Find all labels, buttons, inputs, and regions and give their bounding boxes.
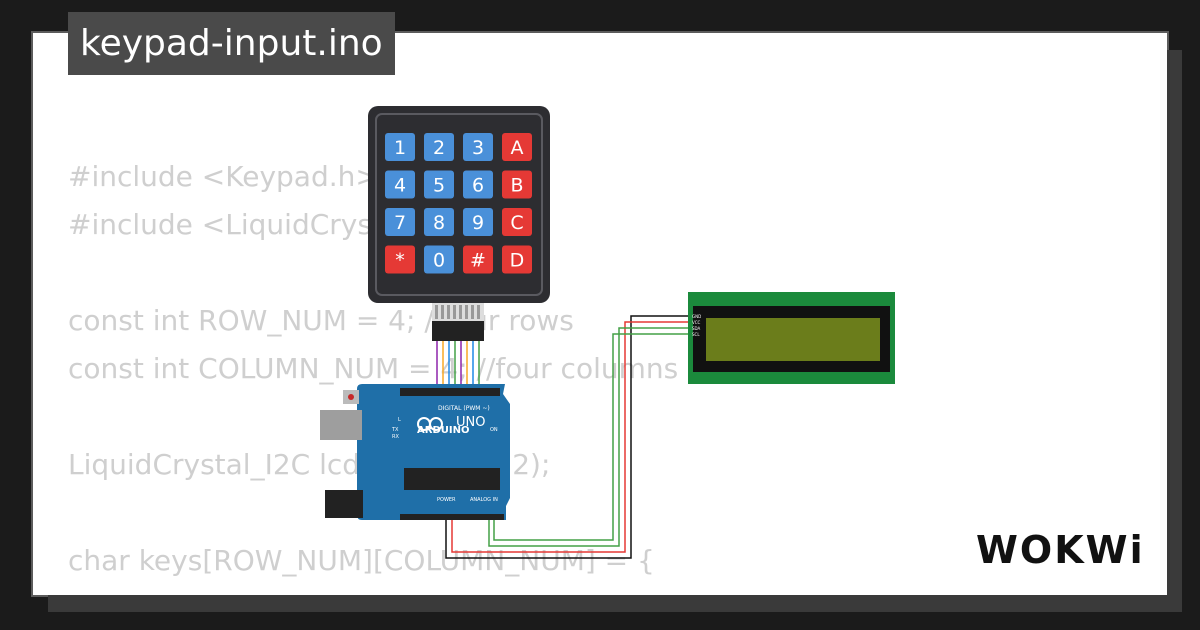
arduino-model: UNO [456, 415, 485, 430]
keypad-key-label: B [510, 175, 523, 197]
keypad-key[interactable]: 3 [463, 133, 493, 161]
connector-pin [435, 305, 438, 319]
keypad-key-label: 1 [394, 137, 406, 159]
keypad-key[interactable]: 1 [385, 133, 415, 161]
keypad-key[interactable]: C [502, 208, 532, 236]
keypad-key-label: * [395, 250, 405, 272]
keypad-key[interactable]: 9 [463, 208, 493, 236]
power-analog-header [400, 514, 504, 520]
keypad-key[interactable]: A [502, 133, 532, 161]
project-title[interactable]: keypad-input.ino [68, 12, 395, 75]
keypad-key[interactable]: 5 [424, 170, 454, 199]
keypad-wires [436, 341, 480, 388]
svg-text:ON: ON [490, 427, 498, 433]
arduino-uno[interactable]: DIGITAL (PWM ~) ARDUINO UNO L TX RX ON P… [320, 384, 510, 520]
lcd-pin-label: GND [692, 314, 701, 319]
keypad-key[interactable]: * [385, 245, 415, 274]
keypad-key-label: 6 [472, 175, 484, 197]
project-card: #include <Keypad.h> #include <LiquidCrys… [33, 33, 1167, 595]
keypad-key[interactable]: B [502, 170, 532, 199]
atmega-chip [404, 468, 500, 490]
code-background: #include <Keypad.h> #include <LiquidCrys… [68, 153, 678, 595]
keypad-key-label: # [470, 250, 486, 272]
keypad-key-label: 9 [472, 212, 484, 234]
svg-text:TX: TX [391, 427, 399, 433]
keypad-key-label: 5 [433, 175, 445, 197]
keypad-key-label: D [510, 250, 525, 272]
digital-header-label: DIGITAL (PWM ~) [438, 405, 490, 412]
keypad-key-label: 4 [394, 175, 406, 197]
keypad-bezel [375, 113, 543, 296]
keypad-key-label: A [511, 137, 524, 159]
code-line: {'1','2','3','A'}, [68, 592, 291, 595]
keypad-connector [432, 303, 484, 341]
keypad-key[interactable]: 8 [424, 208, 454, 236]
code-line: const int COLUMN_NUM = 4; //four columns [68, 352, 679, 385]
keypad-key[interactable]: 7 [385, 208, 415, 236]
svg-text:RX: RX [392, 434, 399, 440]
connector-pin [471, 305, 474, 319]
keypad-key-label: 0 [433, 250, 445, 272]
svg-text:POWER: POWER [437, 497, 456, 503]
wokwi-logo: WOKWi [976, 528, 1145, 572]
usb-port [320, 410, 362, 440]
keypad-key[interactable]: 0 [424, 245, 454, 274]
arduino-brand: ARDUINO [417, 425, 469, 436]
lcd-wires [445, 315, 692, 559]
keypad-key-label: 3 [472, 137, 484, 159]
connector-pin [465, 305, 468, 319]
lcd-screen [706, 318, 880, 361]
keypad-key-label: 7 [394, 212, 406, 234]
keypad-key[interactable]: 6 [463, 170, 493, 199]
svg-text:ANALOG IN: ANALOG IN [470, 497, 498, 503]
connector-pin [447, 305, 450, 319]
keypad-key-label: 8 [433, 212, 445, 234]
connector-pin [459, 305, 462, 319]
digital-header [400, 388, 500, 396]
keypad[interactable]: 1 2 3 A 4 5 6 B 7 8 9 C * 0 # D [368, 106, 550, 303]
power-jack [325, 490, 363, 518]
keypad-key[interactable]: D [502, 245, 532, 274]
keypad-key-label: C [510, 212, 523, 234]
svg-text:L: L [398, 417, 401, 423]
lcd-pin-label: VCC [692, 320, 701, 325]
code-line: char keys[ROW_NUM][COLUMN_NUM] = { [68, 544, 655, 577]
keypad-key-label: 2 [433, 137, 445, 159]
lcd-pin-label: SDA [692, 326, 701, 331]
code-line: #include <Keypad.h> [68, 160, 379, 193]
connector-pin [441, 305, 444, 319]
connector-pin [453, 305, 456, 319]
lcd-pin-label: SCL [692, 332, 700, 337]
keypad-key[interactable]: 4 [385, 170, 415, 199]
keypad-key[interactable]: 2 [424, 133, 454, 161]
keypad-key[interactable]: # [463, 245, 493, 274]
code-line: const int ROW_NUM = 4; //four rows [68, 304, 574, 337]
connector-pin [477, 305, 480, 319]
